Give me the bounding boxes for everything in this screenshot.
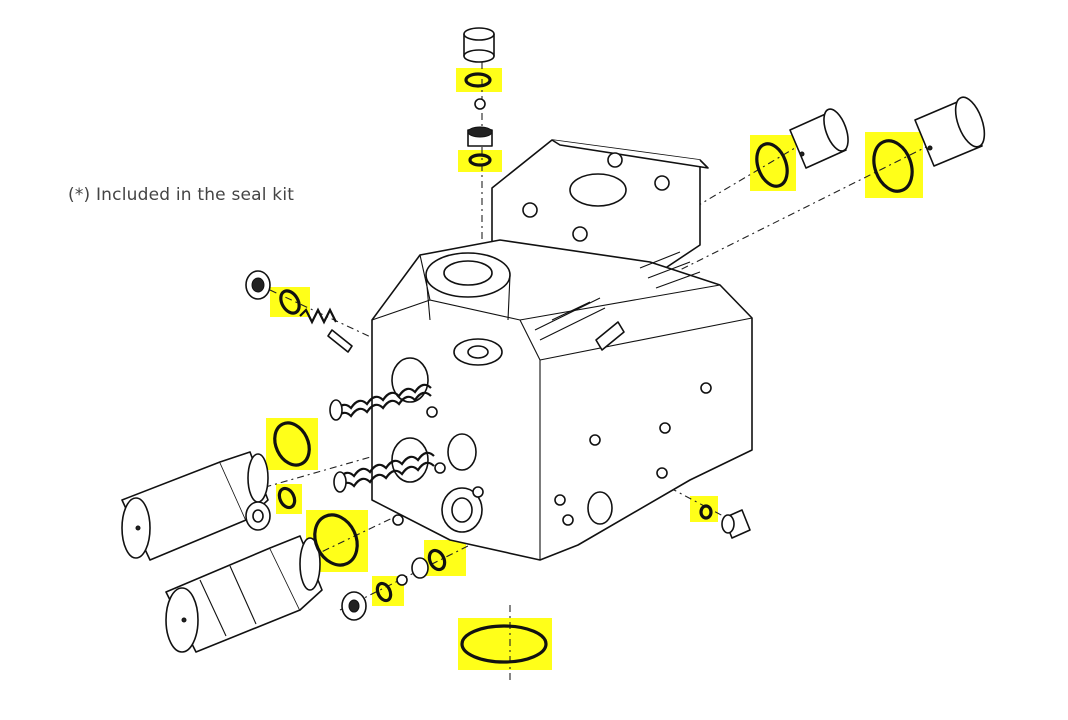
plugs <box>245 27 986 621</box>
highlight-top-seal-2 <box>458 150 502 172</box>
cartridge-caps <box>121 451 323 653</box>
valve-body <box>371 139 753 561</box>
seal-kit-note: (*) Included in the seal kit <box>68 185 295 205</box>
spring-assemblies <box>329 383 435 493</box>
seal-rings <box>273 72 914 664</box>
highlight-top-seal-1 <box>456 68 502 92</box>
